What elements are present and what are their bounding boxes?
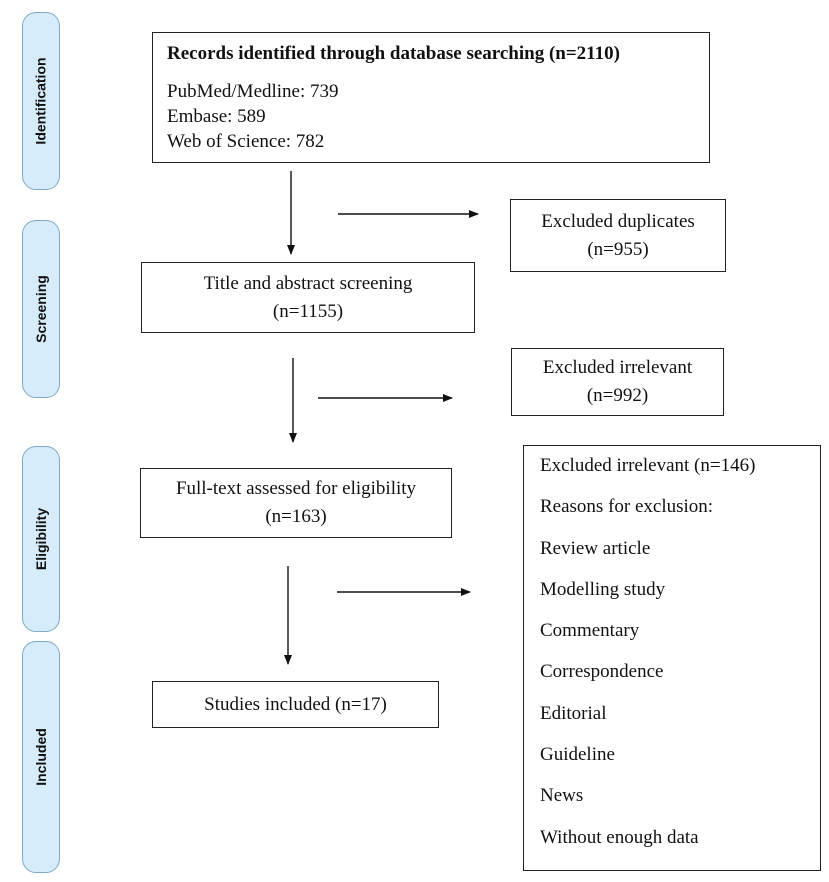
reason-item: Without enough data	[540, 826, 699, 848]
source-pubmed: PubMed/Medline: 739	[167, 81, 339, 102]
excluded-duplicates-count: (n=955)	[587, 238, 649, 260]
source-web-of-science: Web of Science: 782	[167, 131, 325, 152]
excluded-duplicates-box: Excluded duplicates (n=955)	[510, 199, 726, 272]
phase-identification: Identification	[22, 12, 60, 190]
records-identified-box: Records identified through database sear…	[152, 32, 710, 163]
excluded-irrelevant-box: Excluded irrelevant (n=992)	[511, 348, 724, 416]
reason-item: Modelling study	[540, 578, 666, 600]
excluded-irrelevant-count: (n=992)	[586, 385, 649, 406]
reason-item: Guideline	[540, 744, 615, 766]
studies-included-box: Studies included (n=17)	[152, 681, 439, 728]
screening-label: Title and abstract screening	[203, 272, 413, 294]
phase-eligibility: Eligibility	[22, 446, 60, 632]
source-embase: Embase: 589	[167, 106, 266, 127]
reason-item: News	[540, 785, 584, 807]
phase-included: Included	[22, 641, 60, 873]
exclusion-title: Excluded irrelevant (n=146)	[540, 455, 756, 476]
phase-screening: Screening	[22, 220, 60, 398]
reason-item: Review article	[540, 537, 651, 559]
fulltext-label: Full-text assessed for eligibility	[175, 478, 417, 499]
reason-item: Correspondence	[540, 661, 664, 683]
screening-count: (n=1155)	[272, 300, 344, 322]
reasons-heading: Reasons for exclusion:	[540, 496, 714, 518]
excluded-duplicates-label: Excluded duplicates	[541, 210, 695, 232]
screening-box: Title and abstract screening (n=1155)	[141, 262, 475, 333]
excluded-irrelevant-label: Excluded irrelevant	[542, 357, 693, 378]
records-identified-title: Records identified through database sear…	[167, 43, 620, 64]
records-sources: PubMed/Medline: 739 Embase: 589 Web of S…	[167, 79, 695, 154]
fulltext-count: (n=163)	[265, 506, 327, 527]
studies-included-label: Studies included (n=17)	[204, 693, 387, 715]
reason-item: Editorial	[540, 702, 607, 724]
fulltext-box: Full-text assessed for eligibility (n=16…	[140, 468, 452, 538]
exclusion-reasons-box: Excluded irrelevant (n=146) Reasons for …	[523, 445, 821, 871]
reason-item: Commentary	[540, 620, 640, 642]
